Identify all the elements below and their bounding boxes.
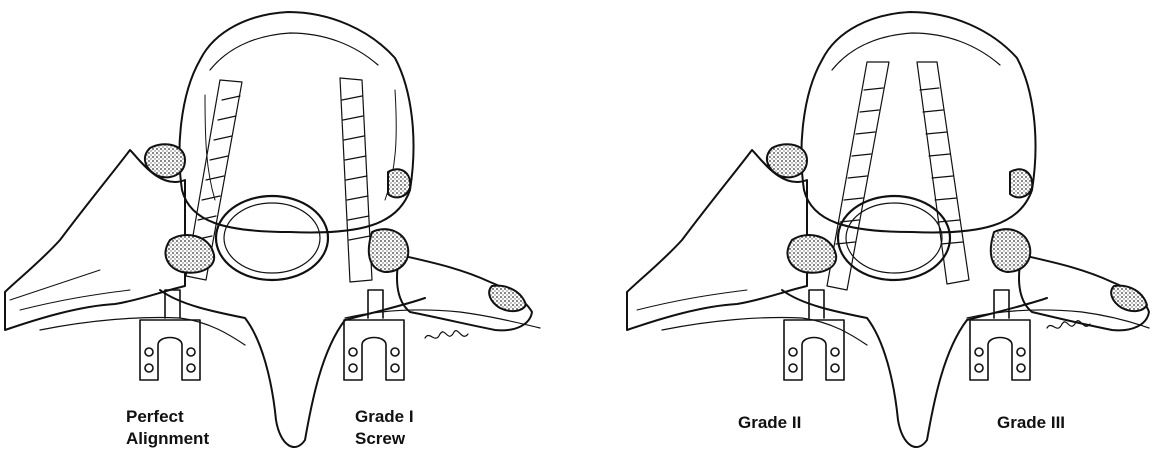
pedicle-left	[788, 235, 837, 273]
vertebra-illustration-left	[0, 0, 577, 461]
pedicle-screw-right	[340, 78, 372, 282]
artist-signature	[425, 331, 468, 339]
facet-left	[145, 144, 185, 177]
pedicle-screw-right	[917, 62, 969, 284]
spinal-canal	[216, 196, 328, 280]
probe-left	[784, 290, 844, 380]
facet-right	[1010, 169, 1032, 197]
probe-right	[970, 290, 1030, 380]
transverse-tip-right	[1111, 286, 1147, 311]
facet-right	[388, 169, 410, 197]
spinal-canal	[838, 196, 950, 280]
vertebra-illustration-right	[577, 0, 1154, 461]
artist-signature	[1047, 321, 1090, 329]
vertebra-panel-right: Grade II Grade III	[577, 0, 1154, 461]
probe-left	[140, 290, 200, 380]
transverse-tip-right	[489, 286, 526, 311]
pedicle-right	[369, 229, 408, 272]
pedicle-right	[991, 229, 1030, 272]
label-grade-iii: Grade III	[997, 412, 1065, 434]
facet-left	[767, 144, 807, 177]
probe-right	[344, 290, 404, 380]
label-grade-ii: Grade II	[738, 412, 801, 434]
pedicle-left	[166, 235, 215, 273]
